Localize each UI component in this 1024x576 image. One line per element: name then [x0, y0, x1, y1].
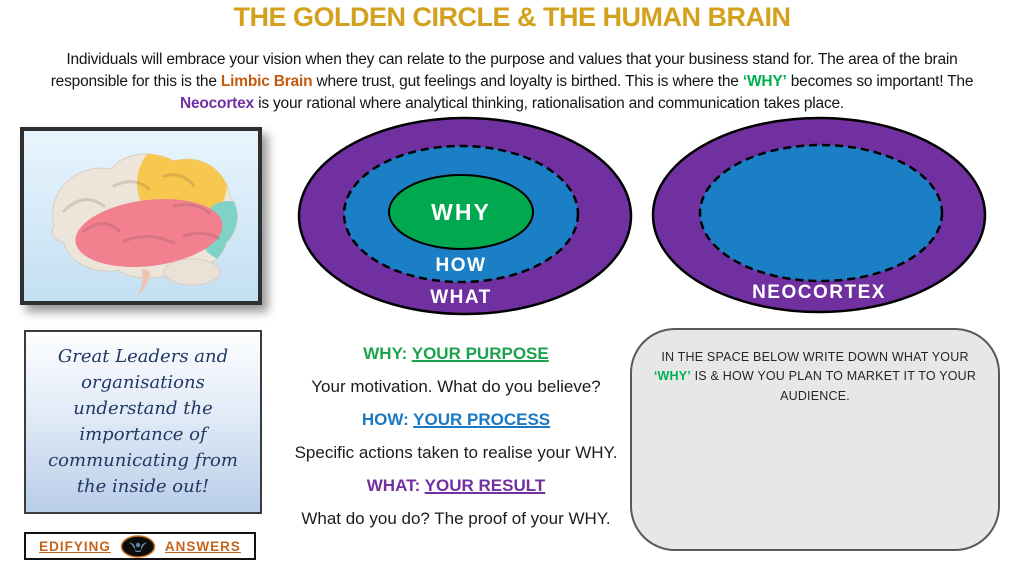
- quote-line: communicating from: [48, 450, 238, 472]
- note-text-2: IS & HOW YOU PLAN TO MARKET IT TO YOUR A…: [690, 369, 977, 403]
- logo-right-word: ANSWERS: [164, 538, 241, 554]
- writing-space-box: IN THE SPACE BELOW WRITE DOWN WHAT YOUR …: [630, 328, 1000, 551]
- page-title: THE GOLDEN CIRCLE & THE HUMAN BRAIN: [233, 2, 792, 32]
- what-heading-title: YOUR RESULT: [424, 476, 546, 495]
- neocortex-label: NEOCORTEX: [752, 282, 886, 303]
- quote-line: importance of: [79, 424, 207, 445]
- brain-illustration-icon: [24, 131, 258, 301]
- how-heading: HOW: YOUR PROCESS: [288, 410, 624, 430]
- what-heading: WHAT: YOUR RESULT: [288, 476, 624, 496]
- quote-line: organisations: [81, 371, 205, 393]
- quote-line: understand the: [73, 397, 213, 419]
- logo-emblem-icon: [120, 534, 156, 558]
- brain-image: [20, 127, 262, 305]
- definitions-column: WHY: YOUR PURPOSE Your motivation. What …: [288, 344, 624, 542]
- golden-circle-what-label: WHAT: [430, 287, 492, 308]
- how-description: Specific actions taken to realise your W…: [294, 443, 618, 462]
- why-term: ‘WHY’: [742, 73, 787, 90]
- golden-circle-how-label: HOW: [436, 255, 487, 276]
- why-heading-title: YOUR PURPOSE: [411, 344, 549, 363]
- what-description: What do you do? The proof of your WHY.: [301, 509, 611, 528]
- what-heading-label: WHAT:: [366, 476, 425, 495]
- note-text-1: IN THE SPACE BELOW WRITE DOWN WHAT YOUR: [661, 350, 969, 364]
- note-why-term: ‘WHY’: [653, 369, 691, 384]
- quote-box: Great Leaders and organisations understa…: [24, 330, 262, 514]
- why-heading-label: WHY:: [363, 344, 412, 363]
- golden-circle-diagram: WHY HOW WHAT: [297, 116, 633, 316]
- logo-left-word: EDIFYING: [39, 538, 111, 554]
- intro-text-2: where trust, gut feelings and loyalty is…: [312, 73, 743, 90]
- why-heading: WHY: YOUR PURPOSE: [288, 344, 624, 364]
- golden-circle-why-label: WHY: [431, 199, 491, 225]
- intro-text-3: becomes so important! The: [786, 73, 974, 90]
- neocortex-diagram: NEOCORTEX: [651, 116, 987, 314]
- how-heading-title: YOUR PROCESS: [413, 410, 551, 429]
- quote-line: the inside out!: [76, 476, 210, 498]
- limbic-brain-term: Limbic Brain: [220, 73, 313, 90]
- how-heading-label: HOW:: [361, 410, 414, 429]
- edifying-answers-logo: EDIFYING ANSWERS: [24, 532, 256, 560]
- intro-text-1: Individuals will embrace your vision whe…: [50, 51, 958, 90]
- intro-text-4: is your rational where analytical thinki…: [253, 95, 845, 112]
- quote-line: Great Leaders and: [57, 345, 229, 367]
- neocortex-term: Neocortex: [179, 95, 254, 112]
- why-description: Your motivation. What do you believe?: [311, 377, 601, 396]
- intro-paragraph: Individuals will embrace your vision whe…: [47, 49, 977, 115]
